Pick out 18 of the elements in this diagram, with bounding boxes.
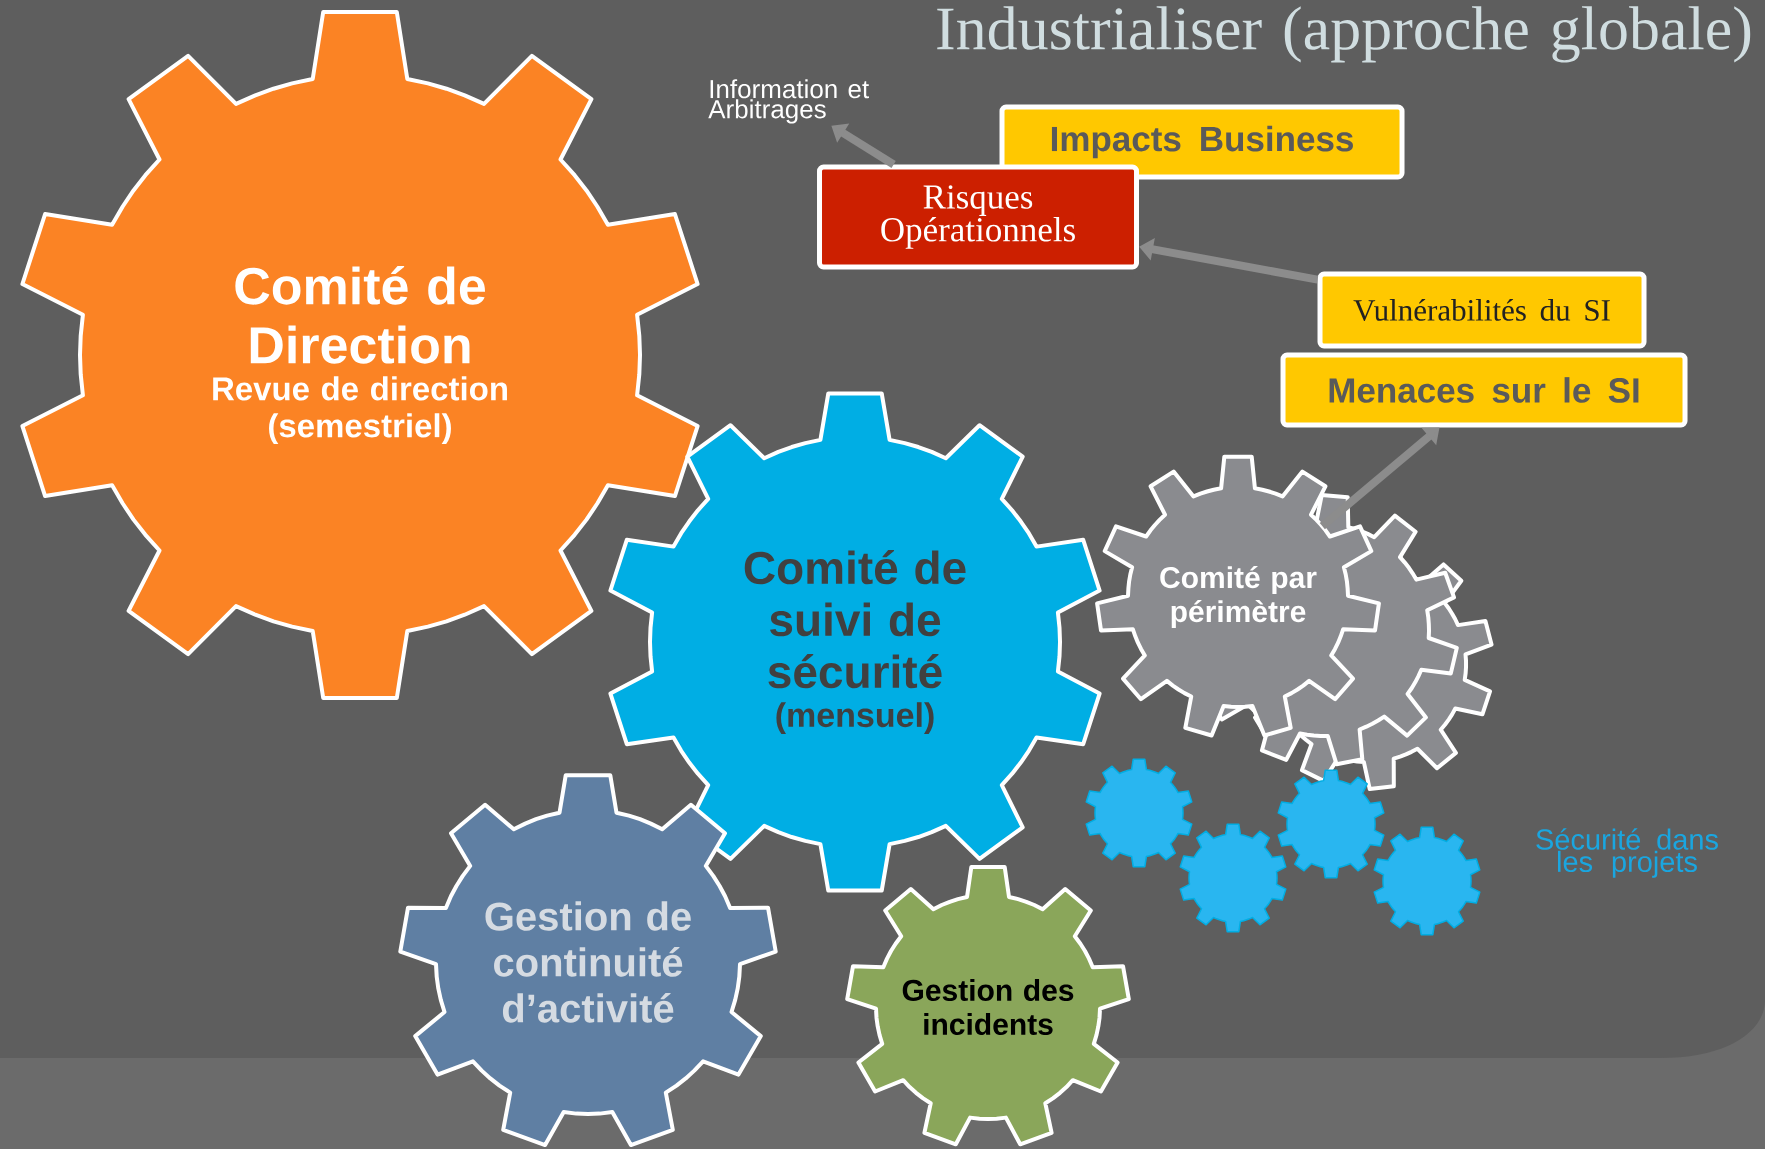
label-box: Vulnérabilités du SI xyxy=(1317,271,1647,349)
gear xyxy=(1179,823,1287,933)
arrow xyxy=(831,123,896,168)
caption-text: Information et Arbitrages xyxy=(708,79,869,124)
gear xyxy=(1373,826,1481,936)
gear: Gestion de continuité d’activité xyxy=(398,773,778,1147)
label-box: Menaces sur le SI xyxy=(1280,352,1688,428)
caption-text: Sécurité dans les projets xyxy=(1536,828,1718,878)
gear xyxy=(1085,758,1193,868)
gear xyxy=(1277,769,1385,879)
gear: Comité de Direction Revue de direction (semestriel) xyxy=(20,10,700,700)
gear-stack-drawing: Comité par périmètre xyxy=(1095,454,1494,791)
arrow xyxy=(1319,427,1440,530)
gear: Gestion des incidents xyxy=(845,865,1131,1147)
title: Industrialiser (approche globale) xyxy=(937,6,1751,63)
risk-box: Risques Opérationnels xyxy=(817,164,1139,270)
label-box: Impacts Business xyxy=(999,104,1405,180)
gear: Comité de suivi de sécurité (mensuel) xyxy=(608,391,1102,893)
